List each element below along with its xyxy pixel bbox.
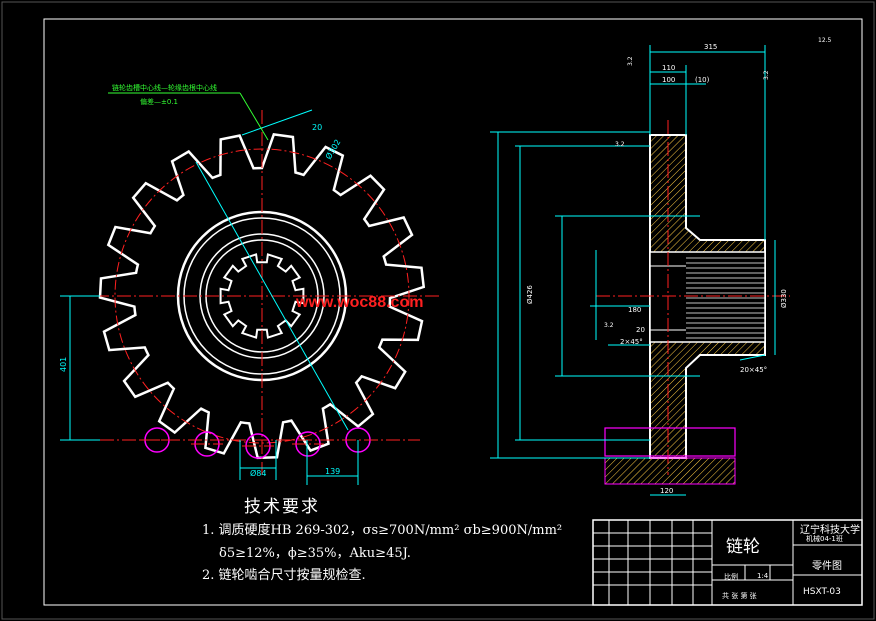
chain-plate-bottom: [604, 457, 736, 485]
requirement-item-2: 2. 链轮啮合尺寸按量规检查.: [202, 568, 366, 583]
sprocket-teeth-outline: [98, 133, 426, 460]
title-block: [592, 519, 863, 606]
title-block-drawing-type: 零件图: [812, 561, 842, 572]
dim-text-bottom-2: 139: [325, 467, 340, 476]
dim-chamfer-2-leader: [739, 354, 766, 361]
chain-link-bottom: [604, 427, 736, 457]
dim-text-330: Ø330: [780, 289, 788, 308]
title-block-scale-label: 比例: [724, 573, 738, 581]
title-block-scale: 1:4: [757, 572, 769, 580]
requirements-title: 技术要求: [244, 497, 320, 517]
section-bore: [649, 251, 766, 343]
dim-text-top: 20: [312, 123, 322, 132]
requirement-item-1: 1. 调质硬度HB 269-302，σs≥700N/mm² σb≥900N/mm…: [202, 523, 563, 538]
title-block-frame: [592, 519, 863, 606]
note-leader: [239, 92, 269, 141]
title-block-part-name: 链轮: [726, 537, 760, 557]
dim-text-100: 100: [662, 76, 675, 84]
dim-text-180: 180: [628, 306, 641, 314]
drawing-frame: [43, 18, 863, 606]
title-block-school-sub: 机械04-1班: [806, 535, 843, 543]
watermark-text: www.woc88.com: [296, 294, 424, 311]
dim-text-chamfer-2: 20×45°: [740, 366, 767, 374]
dim-text-120: 120: [660, 487, 673, 495]
diameter-leader-line: [195, 161, 349, 431]
roughness-c: 3.2: [615, 141, 625, 148]
roughness-b: 3.2: [763, 70, 770, 80]
dim-text-110: 110: [662, 64, 675, 72]
title-block-drawing-no: HSXT-03: [803, 587, 841, 597]
dim-text-left: 401: [59, 357, 68, 372]
note-line-1: 链轮齿槽中心线—轮缘齿根中心线: [112, 83, 217, 92]
tooth-width-dim-line: [241, 109, 313, 136]
note-line-2: 偏差—±0.1: [140, 97, 178, 106]
dim-text-315: 315: [704, 43, 717, 51]
dim-text-chamfer-1: 2×45°: [620, 338, 643, 346]
dim-text-diameter: Ø302: [323, 137, 342, 161]
dim-text-10: (10): [695, 76, 710, 84]
dim-text-426: Ø426: [526, 285, 534, 304]
requirement-item-1b: δ5≥12%，ϕ≥35%，Aku≥45J.: [219, 546, 411, 561]
dim-text-bottom-1: Ø84: [250, 468, 266, 478]
title-block-school: 辽宁科技大学: [800, 525, 860, 536]
roughness-d: 3.2: [604, 322, 614, 329]
roughness-a: 3.2: [627, 56, 634, 66]
title-block-sheets: 共 张 第 张: [722, 592, 757, 600]
spline-bore-outline: [219, 253, 305, 339]
roughness-top: 12.5: [818, 37, 832, 44]
dim-text-20: 20: [636, 326, 645, 334]
